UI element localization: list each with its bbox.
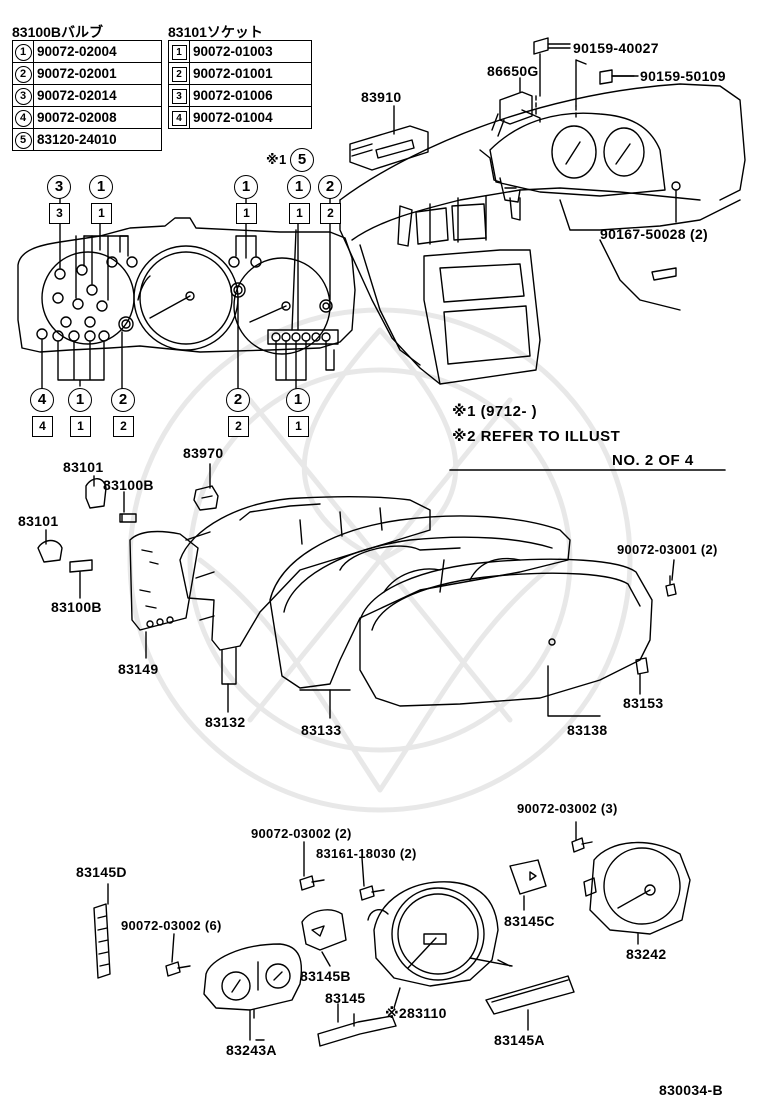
callout-circle: 2 — [318, 175, 342, 199]
label-283110: ※283110 — [385, 1005, 447, 1021]
callout-circle: 1 — [89, 175, 113, 199]
callout-circle: 1 — [287, 175, 311, 199]
label-90072-03002-6: 90072-03002 (6) — [121, 918, 222, 933]
callout-square: 1 — [236, 203, 257, 224]
marker-note-1: ※1 — [266, 152, 287, 167]
label-83100B-a: 83100B — [103, 477, 154, 493]
label-83145B: 83145B — [300, 968, 351, 984]
bulb-part: 90072-02008 — [33, 106, 162, 129]
label-83153: 83153 — [623, 695, 664, 711]
dashboard-drawing — [339, 37, 746, 385]
label-90072-03002-3: 90072-03002 (3) — [517, 801, 618, 816]
callout-circle: 1 — [234, 175, 258, 199]
note-line-3: NO. 2 OF 4 — [612, 452, 694, 469]
bulb-key: 1 — [14, 43, 32, 61]
label-90159-40027: 90159-40027 — [573, 40, 659, 56]
bulb-key: 2 — [14, 65, 32, 83]
bulb-key: 3 — [14, 87, 32, 105]
label-83145A: 83145A — [494, 1032, 545, 1048]
socket-table-header: 83101ソケット — [168, 24, 263, 40]
label-83132: 83132 — [205, 714, 246, 730]
callout-circle: 5 — [290, 148, 314, 172]
socket-key: 3 — [171, 89, 187, 104]
callout-circle: 4 — [30, 388, 54, 412]
callout-square: 2 — [320, 203, 341, 224]
callout-circle: 1 — [68, 388, 92, 412]
socket-key: 4 — [171, 111, 187, 126]
socket-part: 90072-01006 — [189, 84, 312, 107]
bulb-key: 5 — [14, 131, 32, 149]
callout-square: 2 — [113, 416, 134, 437]
bulb-part: 83120-24010 — [33, 128, 162, 151]
note-line-1: ※1 (9712- ) — [452, 403, 538, 420]
note-line-2: ※2 REFER TO ILLUST — [452, 428, 621, 445]
socket-part: 90072-01003 — [189, 40, 312, 63]
callout-circle: 1 — [286, 388, 310, 412]
diagram-code: 830034-B — [659, 1082, 723, 1098]
callout-square: 1 — [91, 203, 112, 224]
callout-square: 2 — [228, 416, 249, 437]
leader-lines — [45, 47, 675, 1031]
bulb-table-header: 83100Bバルブ — [12, 24, 104, 40]
label-83133: 83133 — [301, 722, 342, 738]
callout-circle: 2 — [226, 388, 250, 412]
label-83243A: 83243A — [226, 1042, 277, 1058]
bulb-part: 90072-02004 — [33, 40, 162, 63]
label-83145: 83145 — [325, 990, 366, 1006]
label-83145D: 83145D — [76, 864, 127, 880]
label-83100B-b: 83100B — [51, 599, 102, 615]
socket-part: 90072-01004 — [189, 106, 312, 129]
socket-part: 90072-01001 — [189, 62, 312, 85]
label-83101-a: 83101 — [63, 459, 104, 475]
label-90072-03001: 90072-03001 (2) — [617, 542, 718, 557]
callout-circle: 2 — [111, 388, 135, 412]
socket-key: 1 — [171, 45, 187, 60]
bulb-key: 4 — [14, 109, 32, 127]
callout-square: 1 — [288, 416, 309, 437]
callout-circle: 3 — [47, 175, 71, 199]
small-cluster-drawing — [17, 197, 356, 391]
label-83910: 83910 — [361, 89, 402, 105]
callout-square: 4 — [32, 416, 53, 437]
gauges-drawing — [93, 837, 691, 1047]
label-83161-18030: 83161-18030 (2) — [316, 846, 417, 861]
socket-key: 2 — [171, 67, 187, 82]
label-83145C: 83145C — [504, 913, 555, 929]
label-83101-b: 83101 — [18, 513, 59, 529]
exploded-cluster-drawing — [37, 478, 677, 717]
label-90072-03002-2: 90072-03002 (2) — [251, 826, 352, 841]
callout-square: 1 — [70, 416, 91, 437]
label-90167-50028: 90167-50028 (2) — [600, 226, 709, 242]
label-83138: 83138 — [567, 722, 608, 738]
label-86650G: 86650G — [487, 63, 539, 79]
watermark-emblem — [127, 307, 633, 813]
bulb-part: 90072-02001 — [33, 62, 162, 85]
label-90159-50109: 90159-50109 — [640, 68, 726, 84]
label-83149: 83149 — [118, 661, 159, 677]
callout-square: 1 — [289, 203, 310, 224]
label-83970: 83970 — [183, 445, 224, 461]
callout-square: 3 — [49, 203, 70, 224]
bulb-part: 90072-02014 — [33, 84, 162, 107]
label-83242: 83242 — [626, 946, 667, 962]
